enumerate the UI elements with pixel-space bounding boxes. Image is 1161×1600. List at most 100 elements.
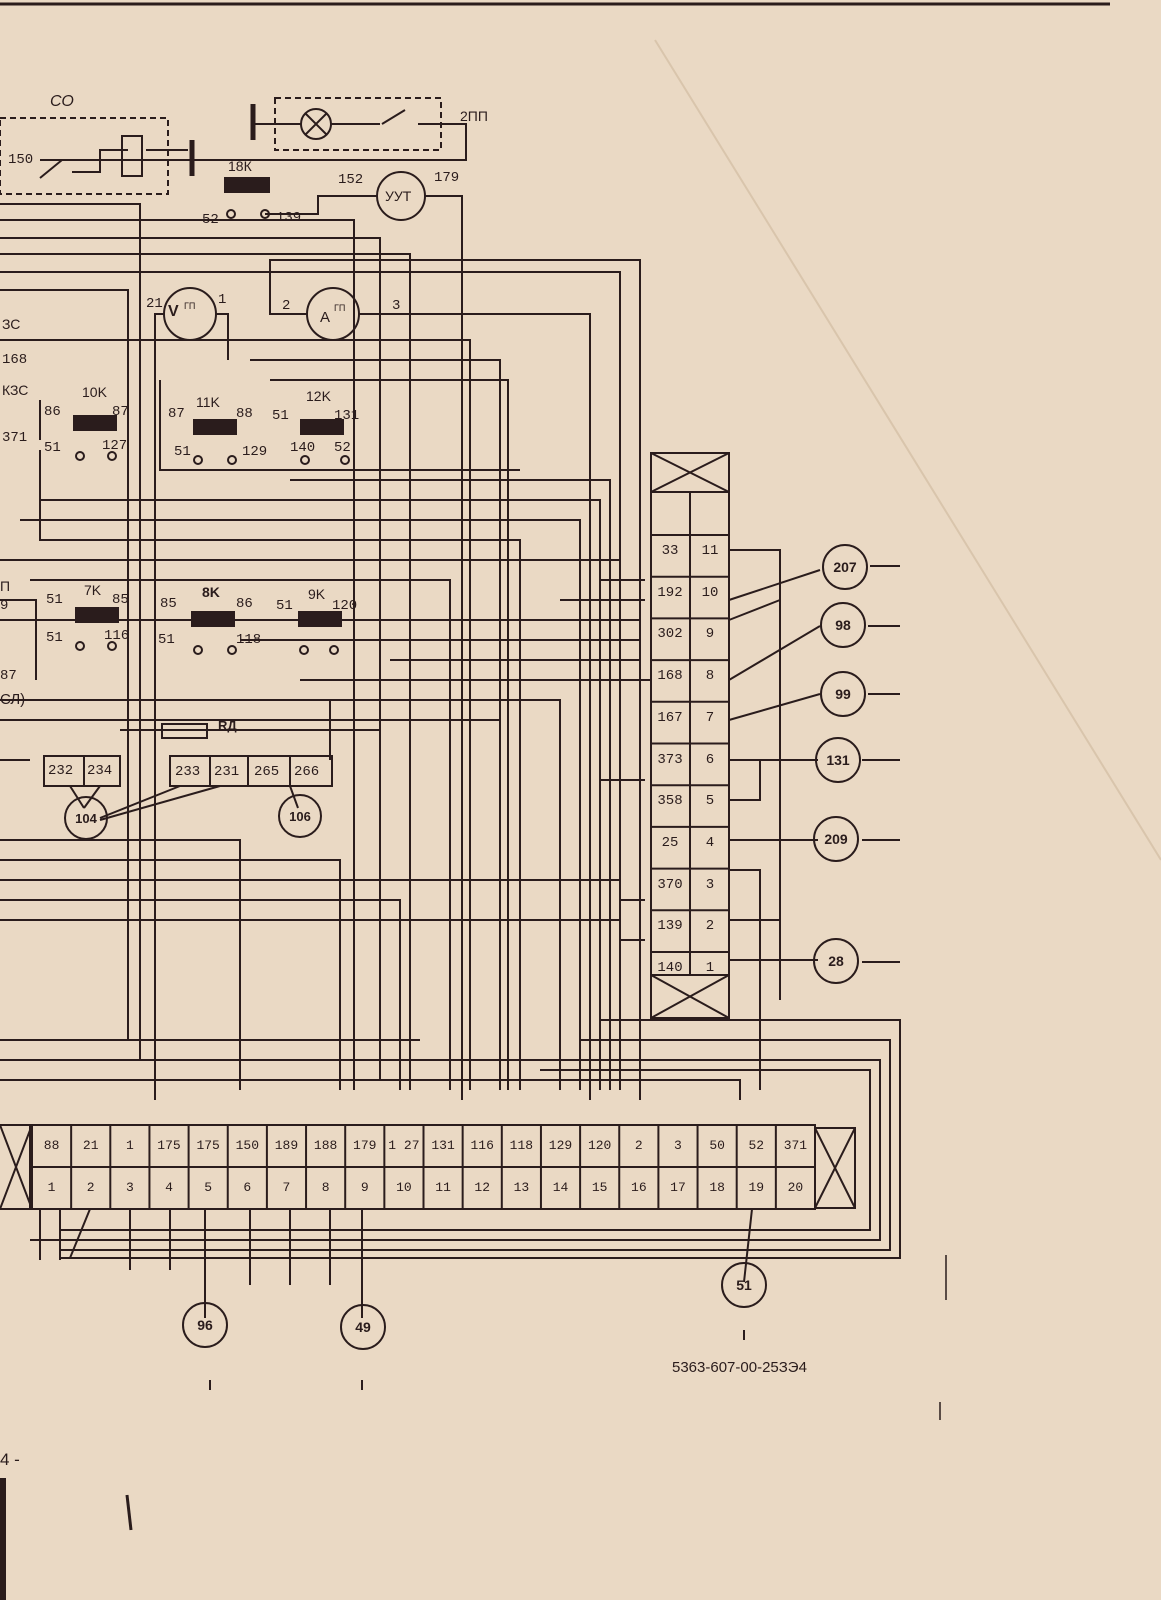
relay-pin: 51 <box>272 408 289 424</box>
relay-pin: 51 <box>46 630 63 646</box>
left-label: 87 <box>0 668 17 684</box>
connector-wire-number: 370 <box>657 876 683 893</box>
left-label: СЛ) <box>0 691 26 708</box>
bottom-connector-wire: 188 <box>313 1138 338 1153</box>
wire-number: 152 <box>338 172 364 188</box>
bottom-connector-pin: 9 <box>360 1180 369 1195</box>
bottom-connector-pin: 4 <box>165 1180 173 1195</box>
voltmeter-pin: 21 <box>146 296 163 312</box>
wire-number: 52 <box>202 212 219 228</box>
relay-pin: 52 <box>334 440 351 456</box>
left-label: ЗС <box>2 316 21 332</box>
bottom-connector-pin: 20 <box>787 1180 804 1195</box>
bottom-connector-pin: 6 <box>243 1180 252 1195</box>
connector-wire-number: 33 <box>661 543 679 559</box>
block-cell: 231 <box>214 764 240 780</box>
connector-wire-number: 140 <box>657 960 683 976</box>
harness-circle: 96 <box>182 1302 228 1348</box>
left-label: КЗС <box>2 382 29 398</box>
bottom-connector-wire: 88 <box>43 1138 60 1153</box>
harness-circle: 131 <box>815 737 861 783</box>
connector-pin-number: 10 <box>701 584 719 601</box>
harness-circle: 28 <box>813 938 859 984</box>
relay-pin: 87 <box>112 404 129 420</box>
connector-wire-number: 373 <box>657 751 683 768</box>
bottom-connector-wire: 175 <box>157 1138 181 1153</box>
bottom-connector-wire: 129 <box>548 1138 573 1153</box>
bottom-connector-pin: 16 <box>631 1180 647 1195</box>
relay-10k-label: 10K <box>82 384 107 400</box>
left-label: 9 <box>0 598 9 614</box>
ammeter-symbol: A <box>320 309 331 326</box>
relay-pin: 127 <box>102 438 128 454</box>
co-label: СО <box>50 93 74 110</box>
relay-pin: 85 <box>160 596 177 612</box>
connector-wire-number: 302 <box>657 626 683 643</box>
relay-pin: 118 <box>236 632 262 648</box>
bottom-connector-pin: 3 <box>125 1180 134 1195</box>
page-number-fragment: 4 - <box>0 1450 20 1469</box>
bottom-connector-wire: 131 <box>431 1138 455 1153</box>
connector-pin-number: 1 <box>705 960 715 976</box>
bottom-connector-wire: 3 <box>674 1138 682 1153</box>
wire-number: 150 <box>8 152 34 168</box>
relay-pin: 116 <box>104 628 130 644</box>
connector-wire-number: 139 <box>657 918 683 935</box>
bottom-connector-wire: 371 <box>783 1138 808 1153</box>
bottom-connector-wire: 179 <box>353 1138 377 1153</box>
bottom-connector-pin: 13 <box>513 1180 530 1195</box>
relay-12k-label: 12K <box>306 388 331 404</box>
harness-circle: 98 <box>820 602 866 648</box>
bottom-connector-pin: 7 <box>282 1180 291 1195</box>
relay-pin: 51 <box>174 444 191 460</box>
harness-circle: 49 <box>340 1304 386 1350</box>
relay-11k-label: 11K <box>196 394 220 410</box>
left-label: 371 <box>2 430 28 446</box>
connector-pin-number: 5 <box>705 793 715 810</box>
document-number: 5363-607-00-25ЗЭ4 <box>672 1359 807 1376</box>
bottom-connector-pin: 19 <box>748 1180 765 1195</box>
connector-pin-number: 2 <box>705 918 715 935</box>
relay-pin: 88 <box>236 406 253 422</box>
bottom-connector-wire: 175 <box>196 1138 220 1153</box>
harness-circle: 207 <box>822 544 868 590</box>
relay-pin: 51 <box>46 592 63 608</box>
voltmeter-pin: 1 <box>218 292 227 308</box>
connector-pin-number: 4 <box>705 834 715 851</box>
harness-circle: 106 <box>278 794 322 838</box>
relay-18k-label: 18К <box>228 158 252 174</box>
connector-wire-number: 358 <box>657 793 683 810</box>
block-cell: 232 <box>48 763 74 779</box>
connector-wire-number: 192 <box>657 584 683 601</box>
relay-pin: 140 <box>290 440 316 456</box>
bottom-connector-wire: 118 <box>509 1138 534 1153</box>
block-cell: 265 <box>254 764 280 780</box>
voltmeter-symbol: V <box>168 303 179 320</box>
bottom-connector-pin: 2 <box>86 1180 95 1195</box>
ammeter-pin: 2 <box>282 298 291 314</box>
bottom-connector-wire: 189 <box>274 1138 299 1153</box>
bottom-connector-pin: 11 <box>435 1180 451 1195</box>
block-cell: 266 <box>294 764 320 780</box>
relay-pin: 87 <box>168 406 185 422</box>
relay-pin: 86 <box>44 404 61 420</box>
bottom-connector-pin: 15 <box>591 1180 608 1195</box>
relay-pin: 120 <box>332 598 358 614</box>
bottom-connector-pin: 18 <box>709 1180 725 1195</box>
wire-number: 139 <box>276 210 302 226</box>
harness-circle: 99 <box>820 671 866 717</box>
connector-wire-number: 25 <box>661 834 679 851</box>
harness-circle: 104 <box>64 796 108 840</box>
harness-circle: 209 <box>813 816 859 862</box>
bottom-connector-wire: 2 <box>634 1138 643 1153</box>
left-label: 168 <box>2 352 28 368</box>
relay-pin: 131 <box>334 408 360 424</box>
relay-9k-label: 9K <box>308 586 326 602</box>
bottom-connector-pin: 1 <box>47 1180 56 1195</box>
rd-label: RД <box>218 718 237 733</box>
relay-pin: 129 <box>242 444 268 460</box>
relay-pin: 51 <box>158 632 175 648</box>
ammeter-pin: 3 <box>392 298 401 314</box>
relay-7k-label: 7K <box>84 582 102 598</box>
